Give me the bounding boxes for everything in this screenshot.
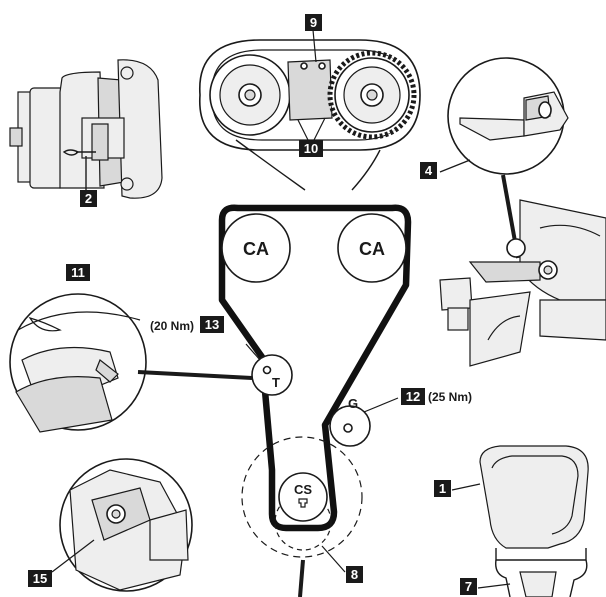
svg-text:1: 1 bbox=[439, 481, 446, 496]
svg-text:T: T bbox=[272, 375, 280, 390]
tensioner-torque-label: (20 Nm) bbox=[150, 319, 194, 333]
tensioner-pulley: T bbox=[245, 343, 293, 396]
guide-torque-label: (25 Nm) bbox=[428, 390, 472, 404]
svg-text:CA: CA bbox=[359, 239, 385, 259]
svg-text:8: 8 bbox=[351, 567, 358, 582]
locking-tool-illustration bbox=[439, 57, 569, 175]
callout-11: 11 bbox=[66, 264, 90, 281]
callout-1: 1 bbox=[434, 480, 451, 497]
svg-text:13: 13 bbox=[205, 317, 219, 332]
svg-text:9: 9 bbox=[310, 15, 317, 30]
callout-8: 8 bbox=[346, 566, 363, 583]
svg-text:12: 12 bbox=[406, 389, 420, 404]
svg-text:4: 4 bbox=[425, 163, 433, 178]
crankshaft-pulley: CS bbox=[278, 472, 328, 522]
engine-block-detail bbox=[439, 174, 606, 367]
callout-10: 10 bbox=[299, 140, 323, 157]
callout-15: 15 bbox=[28, 570, 52, 587]
tensioner-assembly-illustration bbox=[9, 59, 163, 199]
svg-text:CS: CS bbox=[294, 482, 312, 497]
crankshaft-zone-circles bbox=[241, 436, 363, 597]
callout-9: 9 bbox=[305, 14, 322, 31]
crankshaft-detail-illustration bbox=[51, 458, 193, 592]
timing-belt bbox=[218, 204, 412, 532]
camshaft-detail-illustration bbox=[199, 29, 421, 191]
guide-pulley: G bbox=[329, 396, 399, 447]
callout-4: 4 bbox=[420, 162, 437, 179]
callout-7: 7 bbox=[460, 578, 477, 595]
timing-cover-illustration bbox=[451, 445, 589, 597]
camshaft-pulley-right: CA bbox=[337, 213, 407, 283]
svg-text:11: 11 bbox=[71, 265, 85, 280]
svg-text:2: 2 bbox=[85, 191, 92, 206]
svg-text:7: 7 bbox=[465, 579, 472, 594]
svg-text:10: 10 bbox=[304, 141, 318, 156]
tensioner-detail-illustration bbox=[9, 293, 253, 433]
camshaft-pulley-left: CA bbox=[221, 213, 291, 283]
callout-2: 2 bbox=[80, 190, 97, 207]
callout-12: 12 bbox=[401, 388, 425, 405]
svg-text:CA: CA bbox=[243, 239, 269, 259]
svg-text:15: 15 bbox=[33, 571, 47, 586]
callout-13: 13 bbox=[200, 316, 224, 333]
svg-text:G: G bbox=[348, 396, 358, 411]
